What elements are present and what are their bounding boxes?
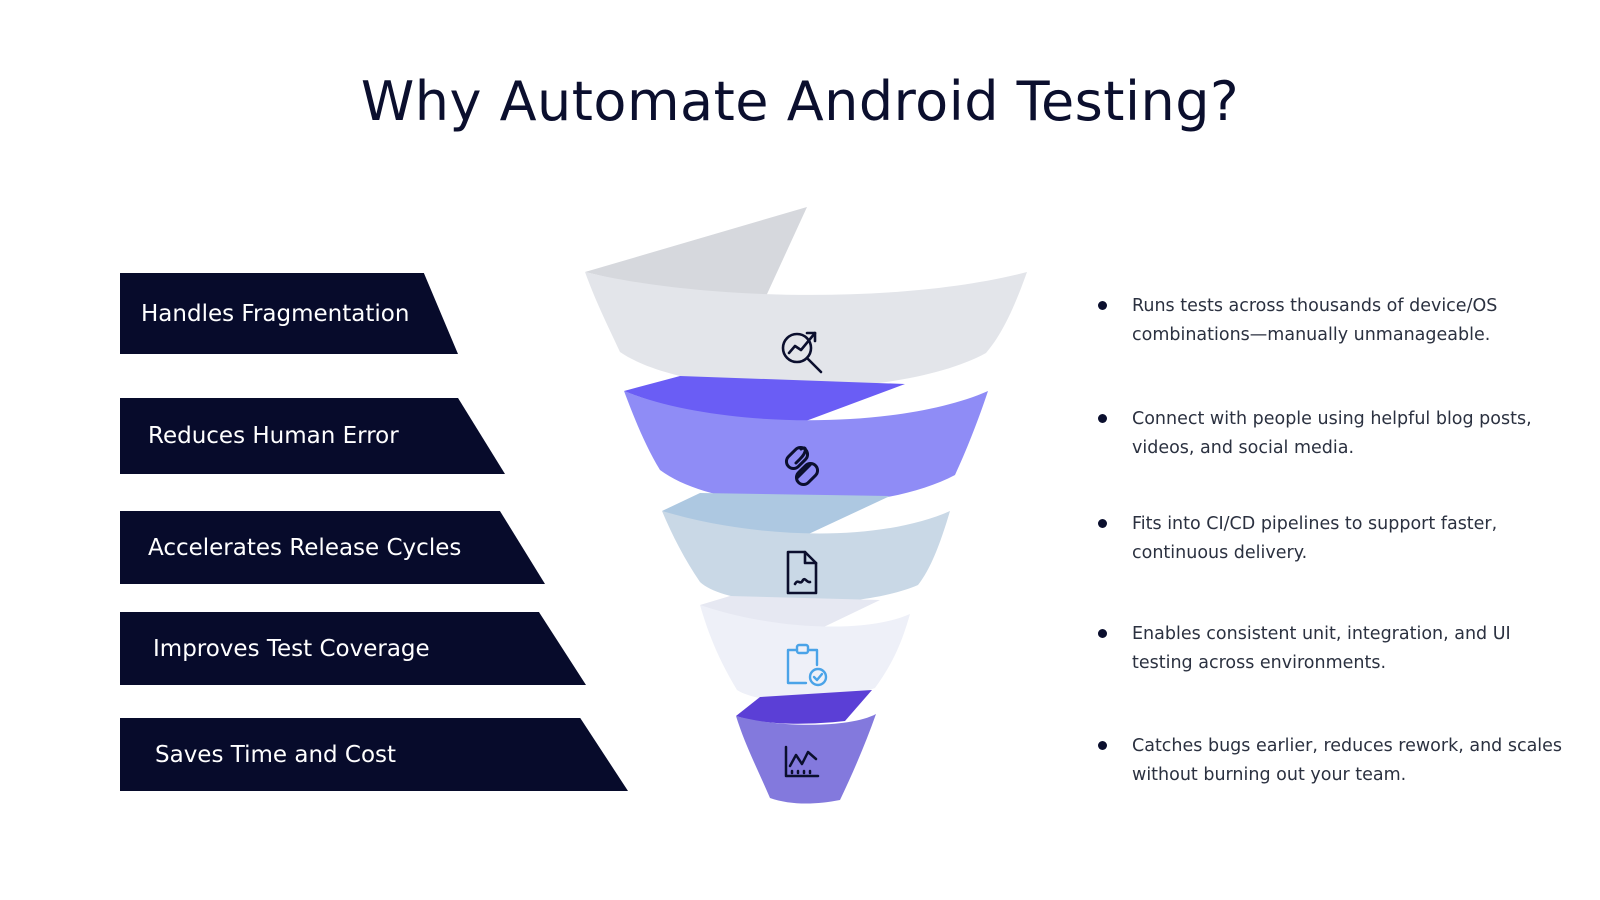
benefit-label: Saves Time and Cost [155, 741, 397, 768]
bullet-icon [1098, 629, 1107, 638]
benefit-banner-handles-fragmentation: Handles Fragmentation [120, 273, 458, 354]
page-title: Why Automate Android Testing? [360, 70, 1240, 133]
benefit-label: Handles Fragmentation [141, 300, 410, 327]
bullet-icon [1098, 519, 1107, 528]
clipboard-check-icon [786, 643, 828, 687]
funnel-wedge-5 [736, 690, 872, 724]
bullet-icon [1098, 414, 1107, 423]
description-item: Connect with people using helpful blog p… [1098, 405, 1568, 463]
description-text: Fits into CI/CD pipelines to support fas… [1132, 514, 1498, 563]
description-text: Enables consistent unit, integration, an… [1132, 624, 1511, 673]
benefit-label: Reduces Human Error [148, 423, 399, 449]
description-text: Connect with people using helpful blog p… [1132, 409, 1532, 458]
funnel-wedge-4 [700, 596, 880, 636]
description-item: Catches bugs earlier, reduces rework, an… [1098, 732, 1568, 790]
bullet-icon [1098, 301, 1107, 310]
description-item: Fits into CI/CD pipelines to support fas… [1098, 510, 1568, 568]
benefit-banner-saves-time-and-cost: Saves Time and Cost [120, 718, 628, 791]
funnel-layer-4 [700, 596, 910, 702]
description-text: Runs tests across thousands of device/OS… [1132, 296, 1498, 345]
funnel-layer-2 [624, 376, 988, 505]
document-icon [786, 550, 818, 595]
benefit-label: Improves Test Coverage [153, 635, 430, 662]
benefit-banner-reduces-human-error: Reduces Human Error [120, 398, 505, 474]
funnel-layer-3 [662, 493, 950, 604]
funnel-layer-1 [585, 207, 1027, 389]
description-item: Enables consistent unit, integration, an… [1098, 620, 1568, 678]
line-chart-icon [784, 745, 820, 778]
description-text: Catches bugs earlier, reduces rework, an… [1132, 736, 1563, 785]
funnel-layer-5 [736, 690, 876, 804]
funnel-wedge-2 [624, 376, 905, 428]
funnel-wedge-1 [585, 207, 807, 305]
search-growth-icon [781, 331, 823, 374]
benefit-banner-improves-test-coverage: Improves Test Coverage [120, 612, 586, 685]
bullet-icon [1098, 741, 1107, 750]
description-item: Runs tests across thousands of device/OS… [1098, 292, 1568, 350]
benefit-label: Accelerates Release Cycles [148, 534, 462, 561]
benefit-banner-accelerates-release-cycles: Accelerates Release Cycles [120, 511, 545, 584]
funnel-band-1 [585, 272, 1027, 389]
link-icon [784, 445, 820, 487]
